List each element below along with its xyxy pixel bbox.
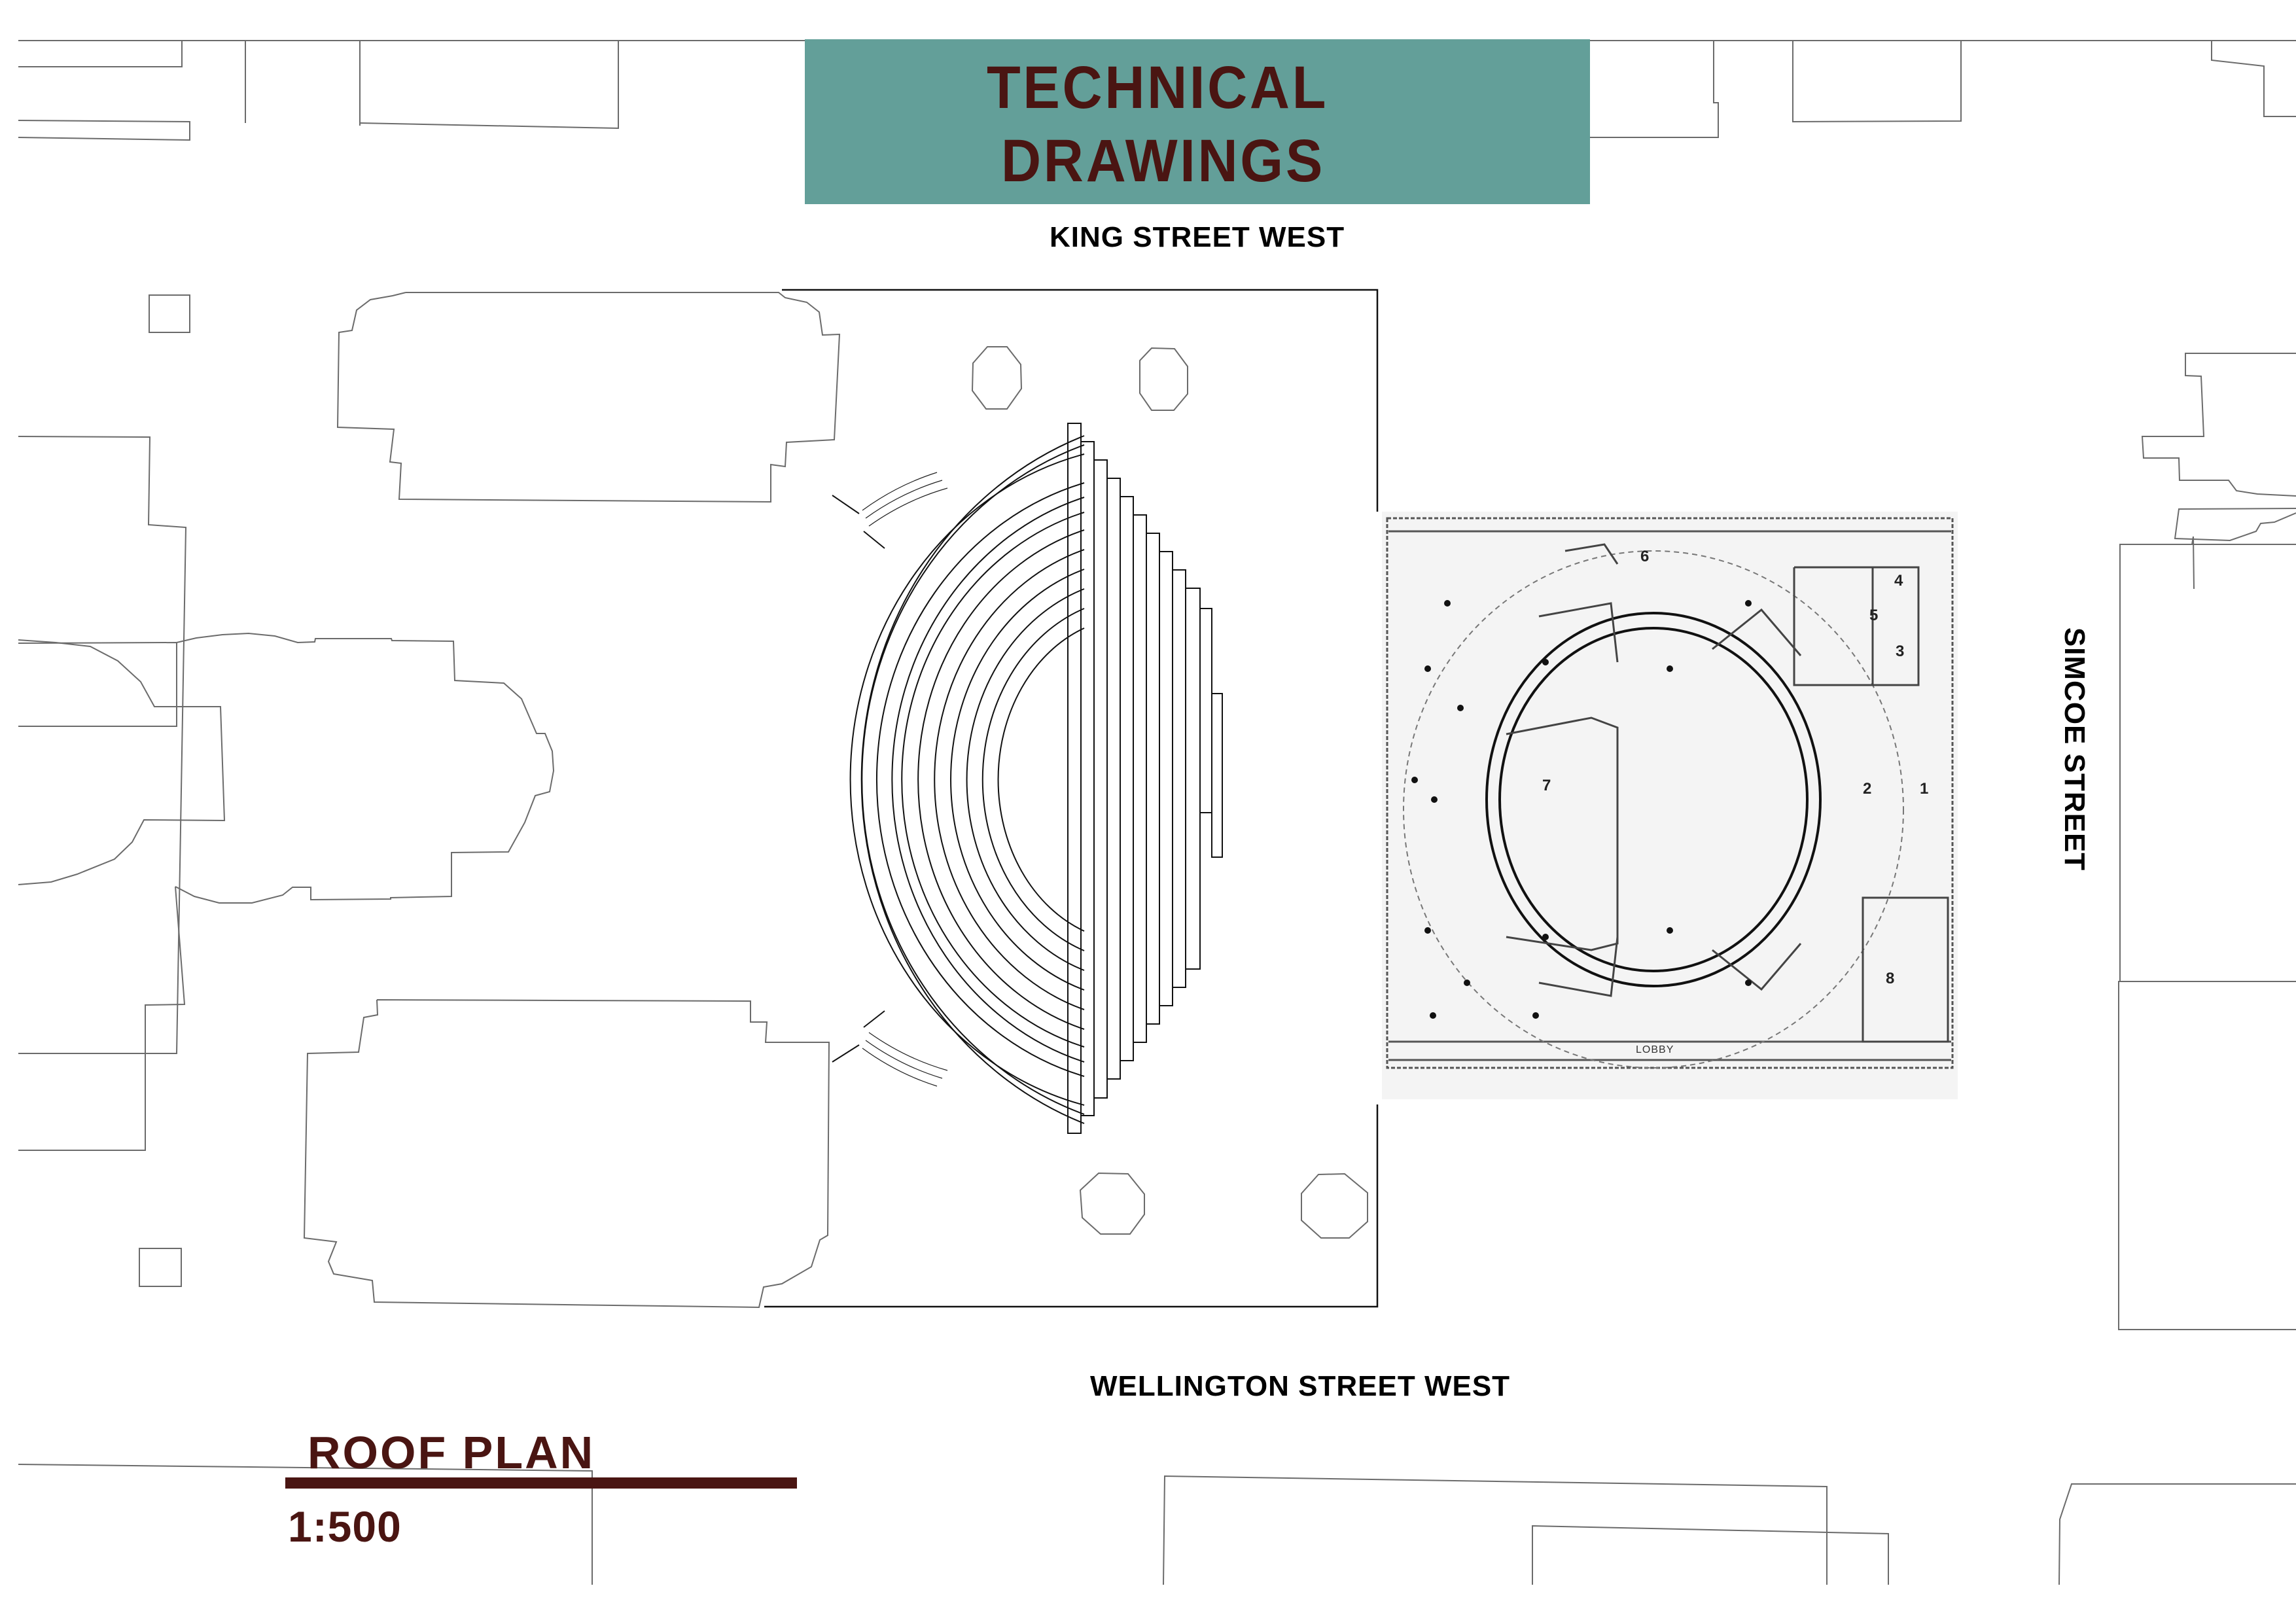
drawing-title: ROOF PLAN bbox=[308, 1427, 595, 1478]
title-line-2: DRAWINGS bbox=[1001, 128, 1325, 194]
drawing-scale: 1:500 bbox=[288, 1502, 402, 1551]
room-number-3: 3 bbox=[1896, 643, 1905, 660]
site-block-outline bbox=[782, 289, 1379, 512]
room-number-4: 4 bbox=[1894, 572, 1903, 590]
title-banner: TECHNICAL DRAWINGS bbox=[805, 39, 1590, 204]
inset-theatre-floor-plan: 6 4 5 3 7 2 1 8 LOBBY bbox=[1382, 512, 1958, 1099]
street-label-north: KING STREET WEST bbox=[1050, 221, 1345, 253]
small-structure bbox=[149, 294, 190, 333]
room-number-7: 7 bbox=[1542, 777, 1551, 794]
octagon-column bbox=[971, 346, 1023, 410]
street-label-south: WELLINGTON STREET WEST bbox=[1090, 1370, 1511, 1402]
title-underline-bar bbox=[285, 1477, 797, 1489]
building-outline bbox=[18, 41, 183, 67]
room-number-5: 5 bbox=[1869, 607, 1879, 624]
room-number-2: 2 bbox=[1863, 780, 1872, 798]
room-number-6: 6 bbox=[1640, 548, 1650, 565]
street-label-east: SIMCOE STREET bbox=[2058, 627, 2091, 872]
lobby-label: LOBBY bbox=[1636, 1044, 1674, 1055]
inset-floor-plan-drawing bbox=[1386, 517, 1954, 1069]
title-line-1: TECHNICAL bbox=[987, 54, 1329, 121]
room-number-1: 1 bbox=[1920, 780, 1929, 798]
room-number-8: 8 bbox=[1886, 970, 1895, 987]
theatre-roof-plan bbox=[832, 423, 1223, 1134]
